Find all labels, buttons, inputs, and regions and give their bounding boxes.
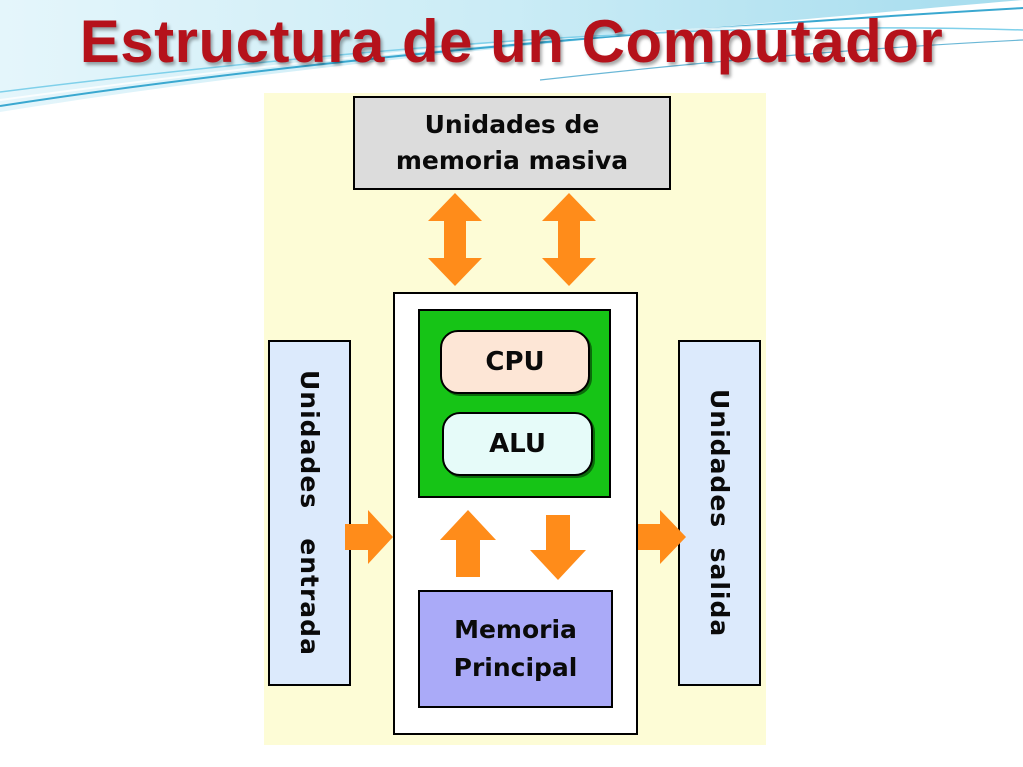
main-memory-box: Memoria Principal <box>418 590 613 708</box>
main-memory-label-line2: Principal <box>453 653 578 682</box>
alu-box: ALU <box>442 412 593 476</box>
cpu-label: CPU <box>485 347 545 377</box>
output-units-label: Unidades salida <box>705 388 734 638</box>
cpu-box: CPU <box>440 330 590 394</box>
slide-title: Estructura de un Computador <box>79 8 944 75</box>
input-units-box: Unidades entrada <box>268 340 351 686</box>
alu-label: ALU <box>489 429 546 459</box>
mass-storage-label-line2: memoria masiva <box>395 146 629 175</box>
main-memory-label-line1: Memoria <box>454 615 577 644</box>
header-swoosh-decoration <box>0 0 1023 112</box>
input-units-label: Unidades entrada <box>295 370 324 656</box>
mass-storage-units-box: Unidades de memoria masiva <box>353 96 671 190</box>
output-units-box: Unidades salida <box>678 340 761 686</box>
mass-storage-label-line1: Unidades de <box>424 110 600 139</box>
